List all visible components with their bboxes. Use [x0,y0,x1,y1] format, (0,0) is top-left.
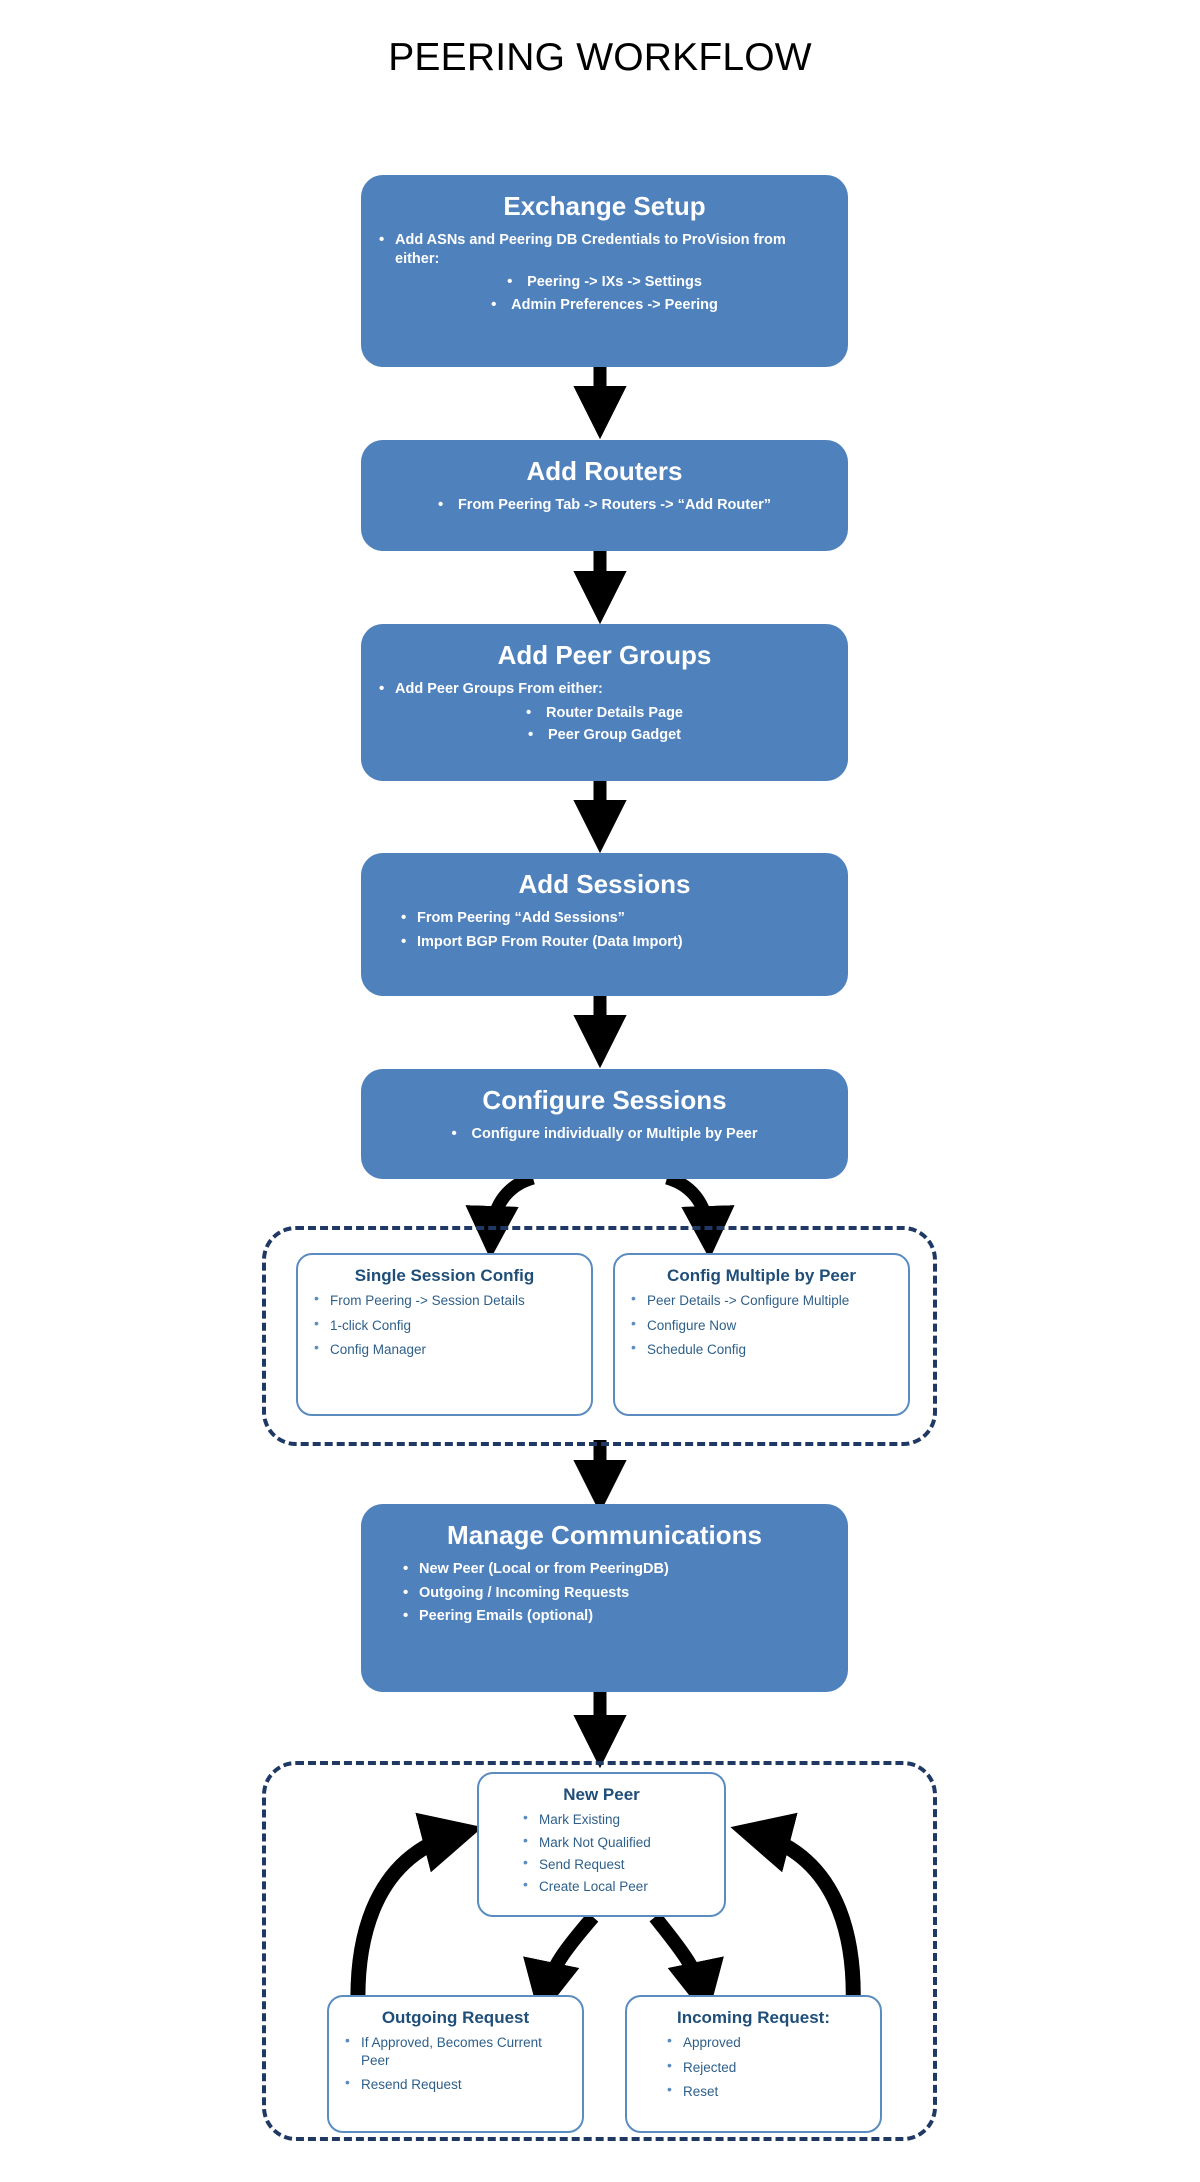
bullet: Rejected [661,2057,870,2076]
step-title: Configure Sessions [482,1085,727,1115]
bullet: Import BGP From Router (Data Import) [397,932,834,952]
step-sub-bullets-2: Peer Group Gadget [375,725,834,749]
subbox-outgoing-request[interactable]: Outgoing Request If Approved, Becomes Cu… [327,1995,584,2133]
subbox-new-peer[interactable]: New Peer Mark Existing Mark Not Qualifie… [477,1772,726,1917]
step-title: Exchange Setup [503,191,706,221]
step-sub-bullets-2: Admin Preferences -> Peering [375,295,834,319]
step-title: Add Sessions [518,869,691,899]
subbox-config-multiple-by-peer[interactable]: Config Multiple by Peer Peer Details -> … [613,1253,910,1416]
step-bullets: From Peering “Add Sessions” Import BGP F… [397,908,834,952]
step-configure-sessions[interactable]: Configure Sessions Configure individuall… [361,1069,848,1179]
step-bullets: New Peer (Local or from PeeringDB) Outgo… [399,1559,834,1627]
bullet: Resend Request [339,2074,572,2093]
bullet: Reset [661,2081,870,2100]
bullet: 1-click Config [308,1315,581,1334]
subbox-single-session-config[interactable]: Single Session Config From Peering -> Se… [296,1253,593,1416]
step-title: Manage Communications [447,1520,762,1550]
bullet: Mark Not Qualified [517,1832,714,1851]
bullet: If Approved, Becomes Current Peer [339,2032,572,2069]
subbox-title: Config Multiple by Peer [667,1266,856,1285]
bullet: Add Peer Groups From either: [375,679,834,699]
subbox-title: Incoming Request: [676,2008,830,2027]
bullet: From Peering -> Session Details [308,1290,581,1309]
sub-bullet: Router Details Page [526,703,683,723]
subbox-bullets: Approved Rejected Reset [637,2032,870,2100]
subbox-bullets: If Approved, Becomes Current Peer Resend… [339,2032,572,2093]
subbox-bullets: Peer Details -> Configure Multiple Confi… [625,1290,898,1358]
sub-bullet: Peer Group Gadget [528,725,681,745]
bullet: From Peering “Add Sessions” [397,908,834,928]
bullet: New Peer (Local or from PeeringDB) [399,1559,834,1579]
sub-bullet: Peering -> IXs -> Settings [507,272,702,292]
sub-bullet: Admin Preferences -> Peering [491,295,718,315]
bullet: Configure individually or Multiple by Pe… [451,1124,757,1144]
bullet: Peer Details -> Configure Multiple [625,1290,898,1309]
subbox-incoming-request[interactable]: Incoming Request: Approved Rejected Rese… [625,1995,882,2133]
bullet: Outgoing / Incoming Requests [399,1583,834,1603]
step-bullets: Add Peer Groups From either: [375,679,834,699]
bullet: Send Request [517,1854,714,1873]
bullet: Mark Existing [517,1809,714,1828]
bullet: Config Manager [308,1339,581,1358]
bullet: Schedule Config [625,1339,898,1358]
subbox-bullets: Mark Existing Mark Not Qualified Send Re… [489,1809,714,1895]
communications-group [262,1761,937,2141]
subbox-title: Outgoing Request [381,2008,530,2027]
subbox-bullets: From Peering -> Session Details 1-click … [308,1290,581,1358]
page-title: PEERING WORKFLOW [388,36,812,79]
step-bullets: Configure individually or Multiple by Pe… [375,1124,834,1148]
bullet: Approved [661,2032,870,2051]
bullet: Configure Now [625,1315,898,1334]
step-sub-bullets: Peering -> IXs -> Settings [375,272,834,296]
subbox-title: Single Session Config [354,1266,535,1285]
step-add-peer-groups[interactable]: Add Peer Groups Add Peer Groups From eit… [361,624,848,781]
step-exchange-setup[interactable]: Exchange Setup Add ASNs and Peering DB C… [361,175,848,367]
step-manage-communications[interactable]: Manage Communications New Peer (Local or… [361,1504,848,1692]
step-bullets: From Peering Tab -> Routers -> “Add Rout… [375,495,834,519]
bullet: Peering Emails (optional) [399,1606,834,1626]
step-title: Add Peer Groups [497,640,712,670]
subbox-title: New Peer [563,1785,640,1804]
bullet: From Peering Tab -> Routers -> “Add Rout… [438,495,771,515]
config-options-group [262,1226,937,1446]
bullet: Create Local Peer [517,1876,714,1895]
step-add-routers[interactable]: Add Routers From Peering Tab -> Routers … [361,440,848,551]
bullet: Add ASNs and Peering DB Credentials to P… [375,230,834,269]
step-sub-bullets: Router Details Page [375,703,834,727]
step-add-sessions[interactable]: Add Sessions From Peering “Add Sessions”… [361,853,848,996]
step-title: Add Routers [526,456,683,486]
step-bullets: Add ASNs and Peering DB Credentials to P… [375,230,834,269]
